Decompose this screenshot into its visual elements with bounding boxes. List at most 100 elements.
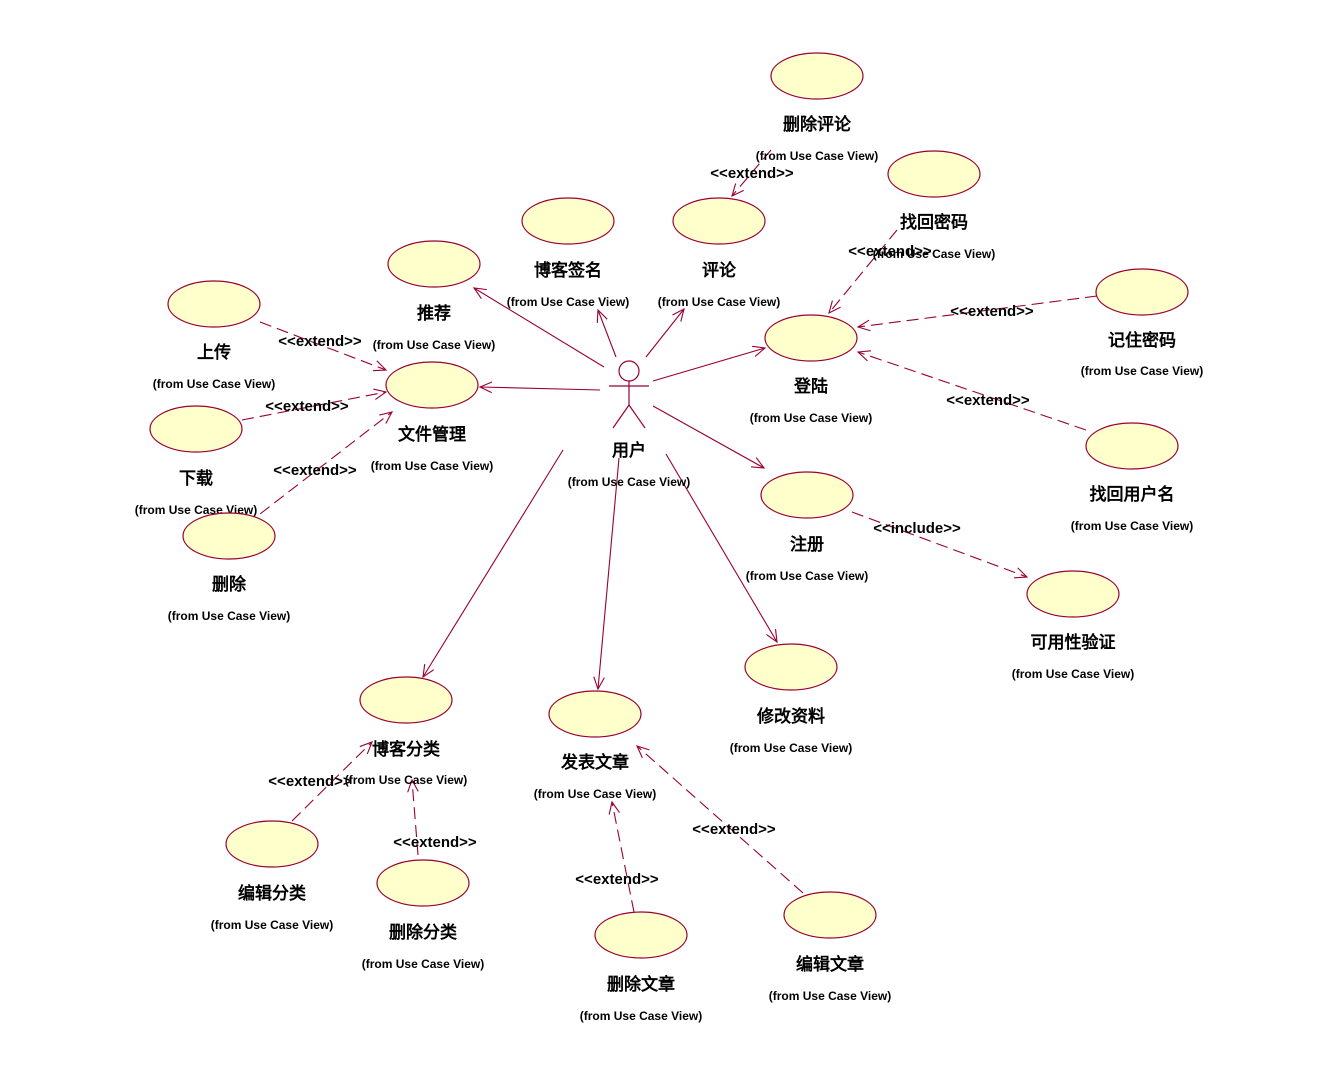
association-arrowhead bbox=[672, 307, 685, 322]
dependency-arrowhead bbox=[608, 800, 620, 815]
use-case-name: 找回密码 bbox=[900, 212, 968, 233]
association-arrowhead bbox=[766, 629, 778, 644]
use-case-source: (from Use Case View) bbox=[873, 247, 996, 261]
use-case-ellipse bbox=[1085, 422, 1179, 470]
association-register bbox=[652, 405, 766, 469]
stereotype-label: <<include>> bbox=[873, 520, 961, 537]
dependency-line bbox=[411, 779, 419, 856]
dependency-arrowhead bbox=[373, 388, 388, 400]
use-case-source: (from Use Case View) bbox=[371, 459, 494, 473]
use-case-ellipse bbox=[225, 820, 319, 868]
use-case-source: (from Use Case View) bbox=[1071, 519, 1194, 533]
dependency-arrowhead bbox=[731, 183, 744, 198]
stereotype-labels: <<extend>> <<extend>> <<extend>> <<extend>>… bbox=[265, 165, 1034, 888]
use-case-upload: 上传 (from Use Case View) bbox=[153, 280, 276, 391]
extend-dependency-recover_username bbox=[856, 350, 1087, 431]
dependency-arrowhead bbox=[856, 319, 871, 332]
association-line bbox=[652, 405, 765, 469]
use-case-register: 注册(from Use Case View) bbox=[746, 471, 869, 583]
association-blog_signature bbox=[596, 308, 617, 358]
extend-dependency-delete_category bbox=[407, 778, 419, 856]
actor-name: 用户 bbox=[612, 440, 646, 461]
dependency-line bbox=[259, 411, 393, 515]
use-case-name: 编辑文章 bbox=[796, 954, 864, 975]
use-case-source: (from Use Case View) bbox=[534, 787, 657, 801]
use-case-name: 找回用户名 bbox=[1090, 484, 1175, 505]
dependency-arrowhead bbox=[635, 745, 650, 759]
use-case-source: (from Use Case View) bbox=[1012, 667, 1135, 681]
use-case-name: 记住密码 bbox=[1108, 330, 1176, 351]
dependency-line bbox=[851, 511, 1028, 578]
use-case-name: 编辑分类 bbox=[238, 883, 307, 904]
use-case-source: (from Use Case View) bbox=[746, 569, 869, 583]
use-case-source: (from Use Case View) bbox=[1081, 364, 1204, 378]
association-edit_profile bbox=[665, 453, 778, 644]
use-case-name: 上传 bbox=[197, 342, 231, 363]
dependency-arrowhead bbox=[828, 300, 841, 315]
use-case-ellipse bbox=[783, 891, 877, 939]
use-case-publish_article: 发表文章(from Use Case View) bbox=[534, 690, 657, 801]
use-case-edit_category: 编辑分类(from Use Case View) bbox=[211, 820, 333, 932]
association-line bbox=[665, 453, 778, 643]
use-case-ellipse bbox=[385, 361, 479, 409]
include-dependency-register bbox=[851, 511, 1029, 579]
use-case-ellipse bbox=[167, 280, 261, 328]
use-case-recommend: 推荐 (from Use Case View) bbox=[373, 240, 496, 352]
stereotype-label: <<extend>> bbox=[710, 165, 794, 182]
use-case-source: (from Use Case View) bbox=[168, 609, 291, 623]
stereotype-label: <<extend>> bbox=[278, 333, 362, 350]
association-login bbox=[652, 345, 767, 382]
use-case-ellipse bbox=[744, 643, 838, 691]
extend-dependency-recover_password bbox=[828, 229, 898, 315]
extend-dependency-download bbox=[241, 388, 388, 421]
use-case-download: 下载(from Use Case View) bbox=[135, 405, 257, 517]
use-case-delete_file: 删除(from Use Case View) bbox=[168, 512, 291, 623]
dependency-arrowhead bbox=[1013, 567, 1029, 579]
use-case-source: (from Use Case View) bbox=[373, 338, 496, 352]
use-case-blog_category: 博客分类(from Use Case View) bbox=[345, 676, 467, 787]
use-case-delete_category: 删除分类 (from Use Case View) bbox=[362, 859, 485, 971]
stereotype-label: <<extend>> bbox=[692, 821, 776, 838]
use-case-recover_username: 找回用户名 (from Use Case View) bbox=[1071, 422, 1194, 533]
use-case-ellipse bbox=[521, 197, 615, 245]
use-case-name: 评论 bbox=[702, 260, 737, 281]
dependency-arrowhead bbox=[379, 411, 394, 424]
use-case-source: (from Use Case View) bbox=[580, 1009, 703, 1023]
use-case-name: 推荐 bbox=[417, 303, 451, 324]
use-case-name: 修改资料 bbox=[756, 706, 825, 727]
use-case-availability_check: 可用性验证(from Use Case View) bbox=[1012, 570, 1135, 681]
association-line bbox=[597, 457, 620, 690]
stereotype-label: <<extend>> bbox=[265, 398, 349, 415]
use-case-name: 删除评论 bbox=[783, 114, 852, 135]
use-case-name: 文件管理 bbox=[398, 424, 466, 445]
use-case-source: (from Use Case View) bbox=[153, 377, 276, 391]
actor-left-leg bbox=[612, 404, 630, 429]
use-case-name: 删除分类 bbox=[389, 922, 458, 943]
extend-dependency-edit_category bbox=[291, 741, 373, 822]
stereotype-label: <<extend>> bbox=[393, 834, 477, 851]
use-case-blog_signature: 博客签名(from Use Case View) bbox=[507, 197, 629, 309]
dependency-line bbox=[857, 351, 1087, 431]
use-case-file_management: 文件管理 (from Use Case View) bbox=[371, 361, 494, 473]
association-arrowhead bbox=[472, 287, 487, 300]
dependency-line bbox=[857, 295, 1098, 328]
use-case-edit_profile: 修改资料(from Use Case View) bbox=[730, 643, 852, 755]
association-line bbox=[473, 287, 605, 368]
dependency-line bbox=[259, 321, 387, 371]
extend-dependency-delete_comment bbox=[731, 149, 772, 198]
extend-dependency-delete_file bbox=[259, 411, 394, 515]
actor-source: (from Use Case View) bbox=[568, 475, 691, 489]
stereotype-label: <<extend>> bbox=[268, 773, 352, 790]
use-case-ellipse bbox=[887, 150, 981, 198]
association-recommend bbox=[472, 287, 605, 368]
dependency-line bbox=[241, 391, 387, 421]
stereotype-label: <<extend>> bbox=[950, 303, 1034, 320]
dependency-arrowhead bbox=[359, 741, 373, 755]
use-case-source: (from Use Case View) bbox=[362, 957, 485, 971]
association-line bbox=[479, 386, 601, 391]
extend-dependency-remember_password bbox=[856, 295, 1098, 332]
use-case-source: (from Use Case View) bbox=[750, 411, 873, 425]
use-case-ellipse bbox=[387, 240, 481, 288]
association-arrowhead bbox=[596, 308, 608, 324]
